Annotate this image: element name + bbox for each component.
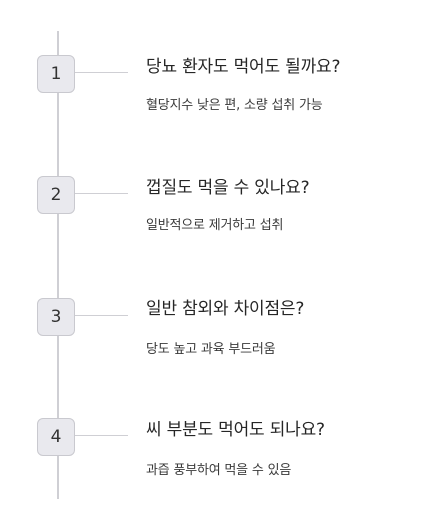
- faq-answer-2: 일반적으로 제거하고 섭취: [146, 218, 284, 233]
- faq-connector-3: [75, 315, 128, 316]
- faq-question-4: 씨 부분도 먹어도 되나요?: [146, 420, 325, 440]
- faq-item-1: 1 당뇨 환자도 먹어도 될까요? 혈당지수 낮은 편, 소량 섭취 가능: [0, 42, 444, 142]
- faq-connector-2: [75, 193, 128, 194]
- faq-connector-1: [75, 72, 128, 73]
- faq-number-badge-2: 2: [37, 176, 75, 214]
- faq-item-2: 2 껍질도 먹을 수 있나요? 일반적으로 제거하고 섭취: [0, 163, 444, 263]
- faq-connector-4: [75, 435, 128, 436]
- faq-question-2: 껍질도 먹을 수 있나요?: [146, 178, 310, 198]
- faq-question-3: 일반 참외와 차이점은?: [146, 299, 305, 319]
- faq-question-1: 당뇨 환자도 먹어도 될까요?: [146, 57, 341, 77]
- faq-item-4: 4 씨 부분도 먹어도 되나요? 과즙 풍부하여 먹을 수 있음: [0, 406, 444, 506]
- faq-number-badge-1: 1: [37, 55, 75, 93]
- faq-item-3: 3 일반 참외와 차이점은? 당도 높고 과육 부드러움: [0, 285, 444, 385]
- faq-answer-3: 당도 높고 과육 부드러움: [146, 342, 276, 357]
- faq-answer-1: 혈당지수 낮은 편, 소량 섭취 가능: [146, 98, 323, 113]
- faq-number-badge-4: 4: [37, 418, 75, 456]
- faq-number-badge-3: 3: [37, 298, 75, 336]
- faq-answer-4: 과즙 풍부하여 먹을 수 있음: [146, 463, 292, 478]
- timeline-line: [57, 31, 59, 499]
